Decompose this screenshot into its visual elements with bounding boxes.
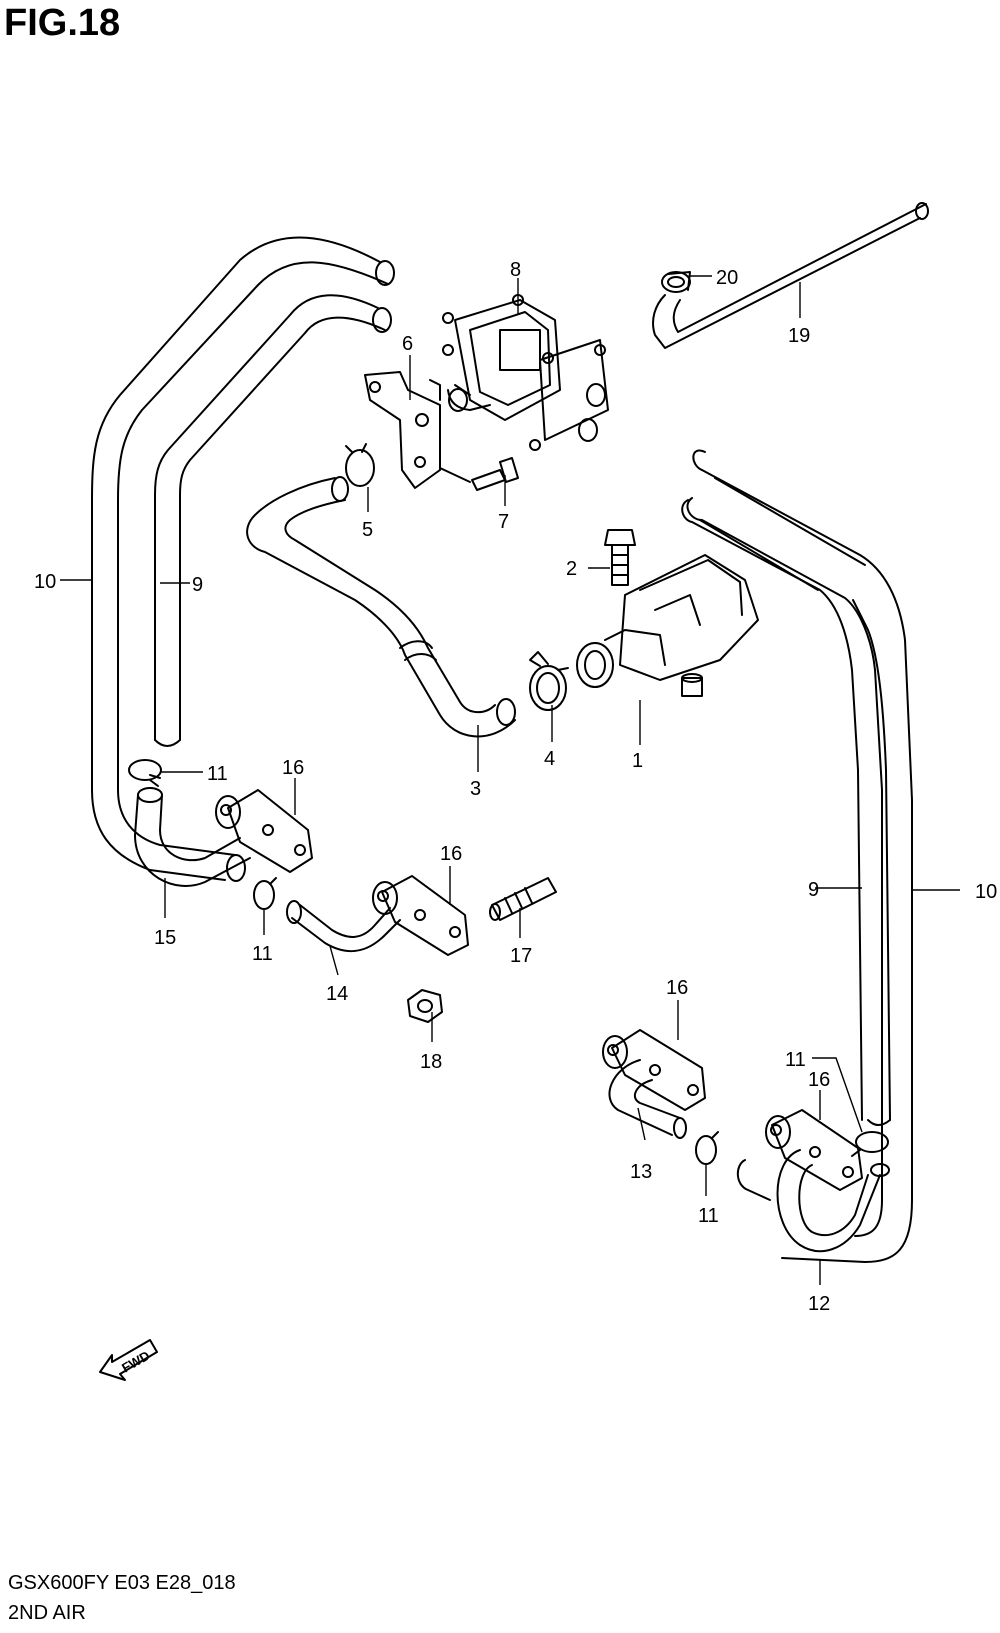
hose-3 — [246, 476, 516, 738]
callout-11-c: 11 — [698, 1205, 719, 1227]
clip-5 — [345, 443, 375, 487]
leader-lines — [60, 275, 960, 1285]
hose-10-left — [91, 236, 395, 882]
flange-16-d — [765, 1109, 863, 1191]
callout-9-right: 9 — [808, 879, 819, 901]
callout-17: 17 — [510, 945, 532, 967]
callout-5: 5 — [362, 519, 373, 541]
nut-18 — [407, 989, 443, 1023]
figure-title: FIG.18 — [4, 2, 121, 44]
hose-9-left — [154, 294, 392, 747]
fwd-arrow-icon: FWD — [99, 1339, 158, 1381]
valve-8 — [442, 294, 609, 451]
clip-11-a — [128, 759, 162, 787]
callout-2: 2 — [566, 558, 577, 580]
callout-11-d: 11 — [785, 1049, 806, 1071]
flange-16-a — [215, 789, 313, 873]
callout-labels: 1 2 3 4 5 6 7 8 9 9 10 10 11 11 11 11 12… — [34, 259, 997, 1315]
callout-8: 8 — [510, 259, 521, 281]
stud-17 — [489, 877, 557, 921]
bolt-7 — [439, 457, 519, 491]
callout-18: 18 — [420, 1051, 442, 1073]
callout-10-left: 10 — [34, 571, 56, 593]
callout-16-b: 16 — [440, 843, 462, 865]
pipe-14 — [286, 900, 401, 953]
hose-9-right — [681, 499, 891, 1126]
clip-11-b — [253, 877, 277, 910]
callout-14: 14 — [326, 983, 348, 1005]
callout-20: 20 — [716, 267, 738, 289]
callout-9-left: 9 — [192, 574, 203, 596]
callout-6: 6 — [402, 333, 413, 355]
bracket-6 — [364, 371, 441, 489]
callout-16-c: 16 — [666, 977, 688, 999]
callout-10-right: 10 — [975, 881, 997, 903]
callout-11-a: 11 — [207, 763, 228, 785]
callout-11-b: 11 — [252, 943, 273, 965]
callout-15: 15 — [154, 927, 176, 949]
callout-3: 3 — [470, 778, 481, 800]
callout-7: 7 — [498, 511, 509, 533]
clamp-20 — [661, 271, 691, 293]
clamp-4 — [529, 651, 569, 711]
callout-12: 12 — [808, 1293, 830, 1315]
bolt-2 — [604, 529, 636, 586]
callout-16-d: 16 — [808, 1069, 830, 1091]
callout-19: 19 — [788, 325, 810, 347]
clip-11-d — [851, 1131, 889, 1157]
pipe-13 — [608, 1059, 687, 1139]
pipe-15 — [134, 787, 251, 887]
pipe-12 — [736, 1149, 890, 1253]
flange-16-b — [372, 875, 469, 956]
hose-10-right — [686, 449, 913, 1263]
callout-4: 4 — [544, 748, 555, 770]
hose-19 — [652, 202, 929, 349]
clip-11-c — [695, 1131, 719, 1165]
flange-16-c — [602, 1029, 706, 1111]
callout-13: 13 — [630, 1161, 652, 1183]
callout-16-a: 16 — [282, 757, 304, 779]
callout-1: 1 — [632, 750, 643, 772]
figure-subtitle: 2ND AIR — [8, 1602, 86, 1624]
model-code: GSX600FY E03 E28_018 — [8, 1572, 236, 1594]
case-1 — [576, 554, 759, 697]
